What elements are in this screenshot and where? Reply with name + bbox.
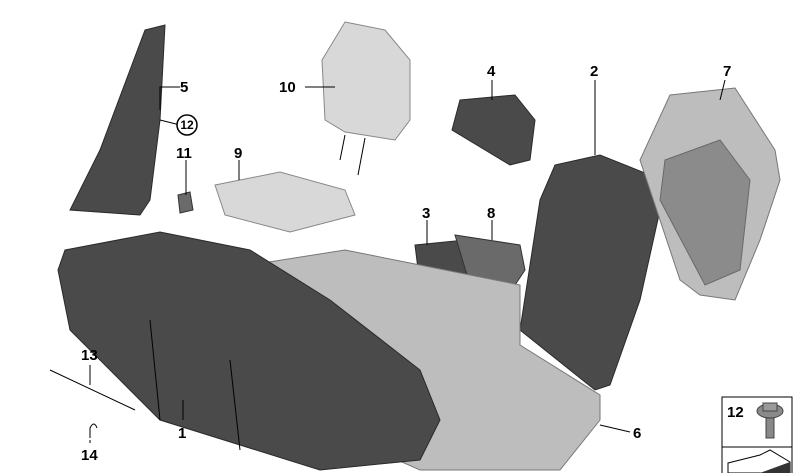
- legend-box-12: 12: [721, 396, 793, 473]
- part-13-wire[interactable]: [49, 369, 136, 411]
- label-9: 9: [234, 145, 242, 162]
- part-14-hook[interactable]: [89, 423, 98, 438]
- label-6: 6: [633, 425, 641, 442]
- label-5: 5: [180, 79, 188, 96]
- label-14: 14: [81, 447, 98, 464]
- part-1-seat-cushion[interactable]: [57, 231, 441, 471]
- part-10-heating-mat[interactable]: [321, 21, 411, 141]
- label-2: 2: [590, 63, 598, 80]
- screw-icon: [756, 402, 784, 439]
- label-4: 4: [487, 63, 496, 80]
- part-11-clip[interactable]: [177, 191, 194, 214]
- label-3: 3: [422, 205, 430, 222]
- label-7: 7: [723, 63, 731, 80]
- part-9-heating-mat[interactable]: [214, 171, 356, 233]
- label-10: 10: [279, 79, 296, 96]
- label-1: 1: [178, 425, 186, 442]
- label-11: 11: [176, 145, 192, 162]
- label-12-circle: [176, 114, 198, 136]
- part-2-backrest[interactable]: [519, 154, 661, 391]
- part-5-side-bolster[interactable]: [69, 24, 166, 216]
- part-4-cover[interactable]: [451, 94, 536, 166]
- label-12: 12: [180, 118, 194, 132]
- label-8: 8: [487, 205, 495, 222]
- legend-part-number: 12: [727, 404, 744, 421]
- label-13: 13: [81, 347, 98, 364]
